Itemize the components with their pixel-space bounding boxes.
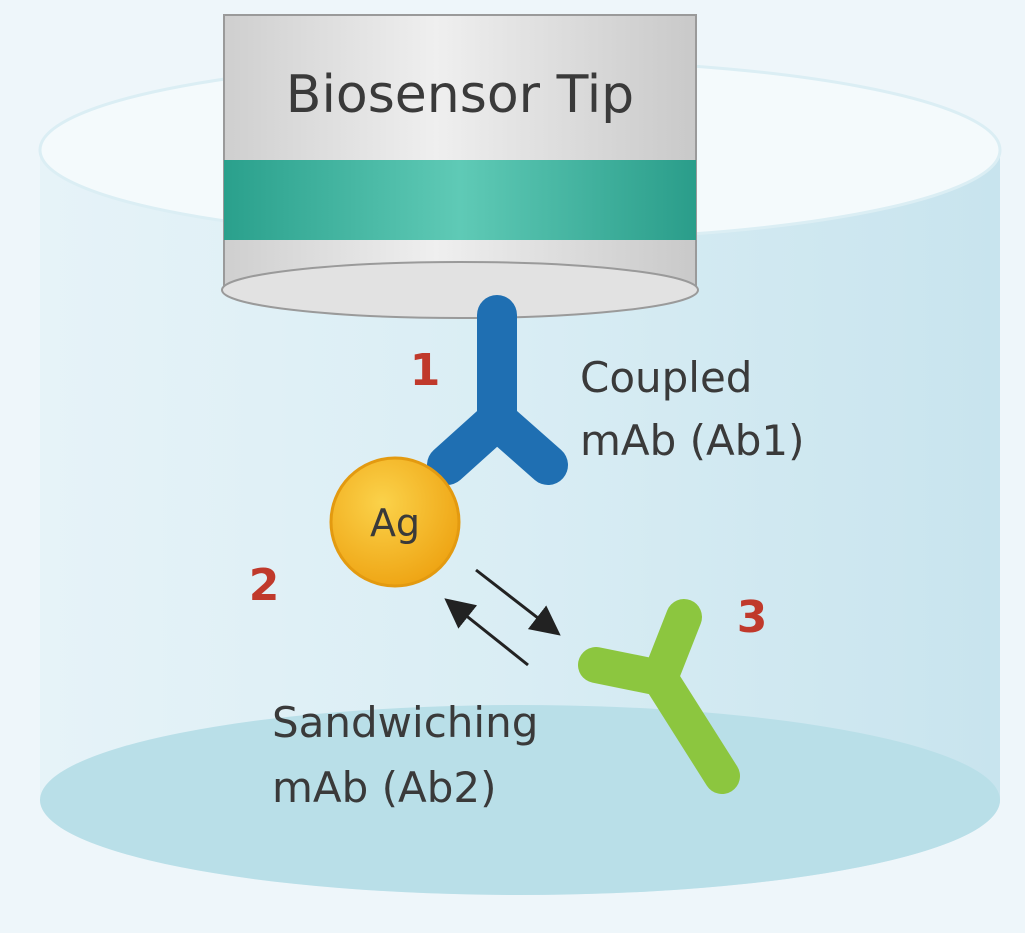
step-3-number: 3 (737, 592, 768, 643)
well-bottom (40, 705, 1000, 895)
ab2-label-line1: Sandwiching (272, 698, 538, 747)
tip-title: Biosensor Tip (286, 65, 634, 125)
ab1-label-line1: Coupled (580, 353, 752, 402)
antigen-label: Ag (370, 501, 420, 545)
antigen: Ag (329, 456, 461, 588)
sandwiching-antibody-ab2 (578, 599, 740, 794)
sensor-band (224, 160, 696, 240)
step-2-number: 2 (249, 560, 280, 611)
step-1-number: 1 (410, 345, 441, 396)
biosensor-tip: Biosensor Tip (221, 14, 699, 319)
ab1-label-line2: mAb (Ab1) (580, 416, 805, 465)
coupled-antibody-ab1 (427, 295, 568, 485)
equilibrium-arrows-icon (444, 568, 561, 667)
ab2-label-line2: mAb (Ab2) (272, 763, 497, 812)
